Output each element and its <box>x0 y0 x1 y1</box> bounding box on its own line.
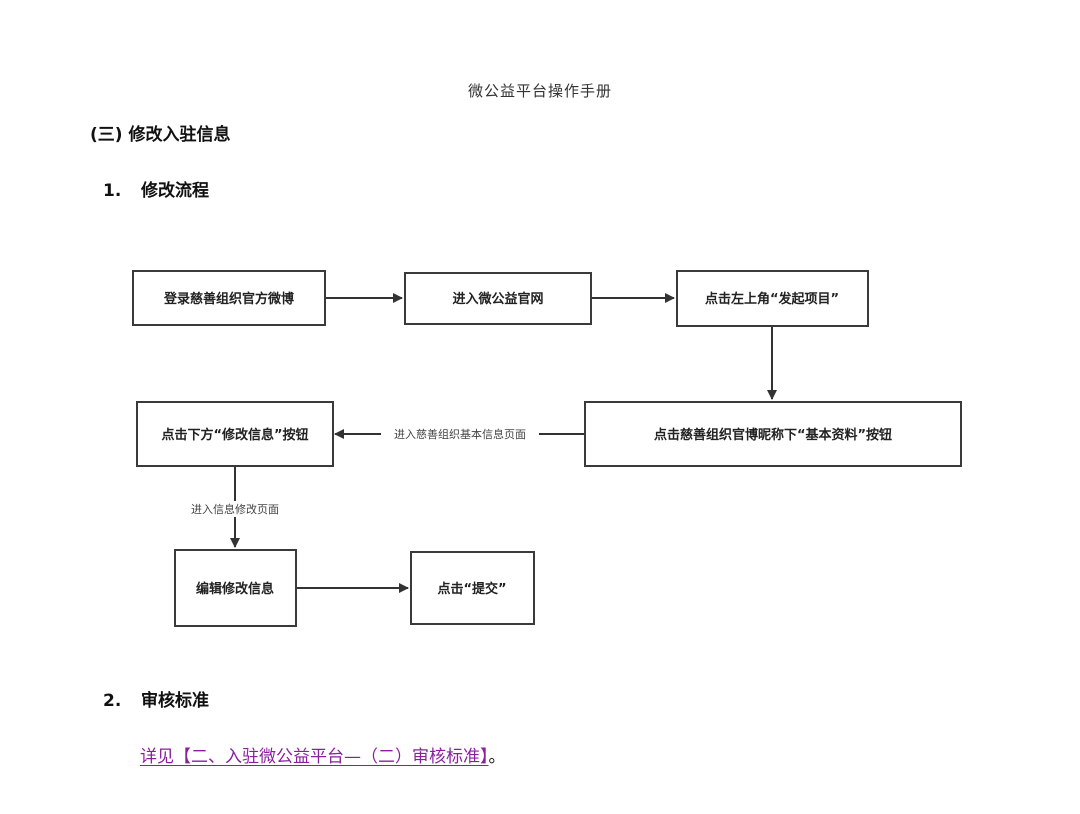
reference-suffix: 。 <box>488 747 506 767</box>
flow-node-label: 点击慈善组织官博昵称下“基本资料”按钮 <box>654 427 892 443</box>
subsection-number: 1. <box>103 181 122 201</box>
flow-node-label: 点击左上角“发起项目” <box>705 291 839 307</box>
edge-label-edit-page: 进入信息修改页面 <box>191 502 279 516</box>
flow-node-label: 进入微公益官网 <box>452 291 543 307</box>
flow-node-label: 点击“提交” <box>437 581 506 597</box>
flow-node-click-launch: 点击左上角“发起项目” <box>676 270 869 327</box>
subsection-title: 审核标准 <box>141 691 209 711</box>
flow-node-enter-portal: 进入微公益官网 <box>404 272 592 325</box>
subsection-number: 2. <box>103 691 122 711</box>
flow-node-click-basic-profile: 点击慈善组织官博昵称下“基本资料”按钮 <box>584 401 962 467</box>
subsection-review-standard: 2. 审核标准 <box>103 686 209 711</box>
flow-node-click-submit: 点击“提交” <box>410 551 535 625</box>
page-header: 微公益平台操作手册 <box>467 82 612 100</box>
flow-node-login-weibo: 登录慈善组织官方微博 <box>132 270 326 326</box>
flow-node-click-modify: 点击下方“修改信息”按钮 <box>136 401 334 467</box>
reference-line: 详见【二、入驻微公益平台—（二）审核标准】。 <box>140 742 506 767</box>
flow-node-label: 编辑修改信息 <box>196 581 274 597</box>
flow-node-label: 点击下方“修改信息”按钮 <box>161 427 308 443</box>
subsection-title: 修改流程 <box>141 181 209 201</box>
flow-node-edit-info: 编辑修改信息 <box>174 549 297 627</box>
edge-label-basic-info-page: 进入慈善组织基本信息页面 <box>394 427 526 441</box>
review-standard-link[interactable]: 详见【二、入驻微公益平台—（二）审核标准】 <box>140 747 489 767</box>
flow-node-label: 登录慈善组织官方微博 <box>163 291 294 307</box>
subsection-modify-process: 1. 修改流程 <box>103 176 209 201</box>
section-title: (三) 修改入驻信息 <box>90 125 231 145</box>
